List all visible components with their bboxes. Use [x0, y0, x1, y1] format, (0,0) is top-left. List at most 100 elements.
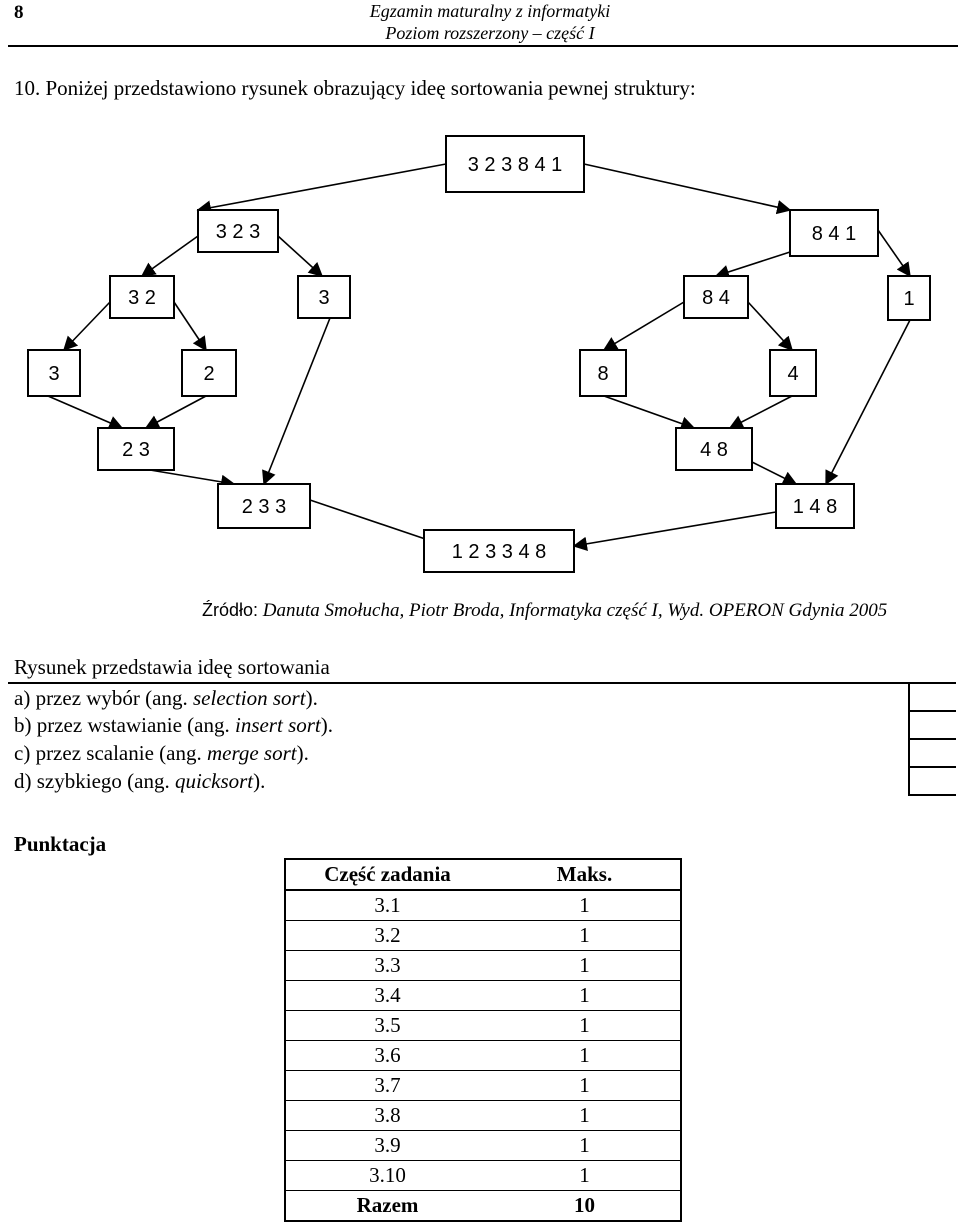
running-head: Egzamin maturalny z informatyki Poziom r… — [330, 0, 650, 44]
diagram-arrow — [747, 301, 793, 352]
score-max: 1 — [489, 920, 681, 951]
score-max: 1 — [489, 980, 681, 1011]
node-label: 4 8 — [700, 439, 728, 461]
running-head-line2: Poziom rozszerzony – część I — [385, 23, 595, 43]
score-total-value: 10 — [489, 1190, 681, 1221]
diagram-node-root: 3 2 3 8 4 1 — [445, 135, 585, 193]
diagram-node-ll: 3 2 — [109, 275, 175, 319]
diagram-node-m-ll: 2 3 — [97, 427, 175, 471]
answer-checkbox[interactable] — [908, 682, 956, 712]
diagram-node-lr: 3 — [297, 275, 351, 319]
page-number: 8 — [14, 2, 24, 23]
diagram-arrow — [825, 319, 911, 486]
node-box — [683, 275, 749, 319]
score-part: 3.6 — [285, 1040, 490, 1071]
diagram-arrow — [728, 395, 793, 429]
answer-option-text: c) przez scalanie (ang. merge sort). — [8, 739, 910, 767]
answer-checkbox[interactable] — [908, 738, 956, 768]
diagram-node-result: 1 2 3 3 4 8 — [423, 529, 575, 573]
node-box — [579, 349, 627, 397]
score-max: 1 — [489, 1100, 681, 1131]
diagram-arrow — [877, 229, 911, 278]
score-max: 1 — [489, 1010, 681, 1041]
source-text: Danuta Smołucha, Piotr Broda, Informatyk… — [258, 600, 888, 621]
node-label: 3 2 3 8 4 1 — [468, 154, 563, 176]
node-box — [789, 209, 879, 257]
score-part: 3.7 — [285, 1070, 490, 1101]
score-max: 1 — [489, 1070, 681, 1101]
node-box — [197, 209, 279, 253]
diagram-node-m-l: 2 3 3 — [217, 483, 311, 529]
header-rule — [8, 45, 958, 47]
score-max: 1 — [489, 1130, 681, 1161]
node-label: 2 3 3 — [242, 496, 286, 518]
running-head-line1: Egzamin maturalny z informatyki — [369, 1, 611, 21]
diagram-arrow — [583, 163, 792, 215]
diagram-arrow — [63, 301, 111, 352]
node-label: 2 — [203, 363, 214, 385]
answer-row: c) przez scalanie (ang. merge sort). — [8, 738, 956, 768]
source-label: Źródło: — [202, 600, 259, 620]
node-label: 1 2 3 3 4 8 — [452, 541, 547, 563]
score-max: 1 — [489, 1160, 681, 1191]
score-part: 3.9 — [285, 1130, 490, 1161]
question-text: 10. Poniżej przedstawiono rysunek obrazu… — [14, 76, 696, 100]
node-box — [769, 349, 817, 397]
node-box — [445, 135, 585, 193]
diagram-arrow — [149, 469, 236, 489]
answer-checkbox[interactable] — [908, 766, 956, 796]
score-part: 3.4 — [285, 980, 490, 1011]
answer-option-text: d) szybkiego (ang. quicksort). — [8, 767, 910, 795]
diagram-arrow — [572, 511, 777, 551]
score-part: 3.1 — [285, 889, 490, 921]
diagram-arrow — [47, 395, 124, 430]
diagram-node-l: 3 2 3 — [197, 209, 279, 253]
score-part: 3.10 — [285, 1160, 490, 1191]
diagram-node-rr: 1 — [887, 275, 931, 321]
source-citation: Źródło: Danuta Smołucha, Piotr Broda, In… — [202, 600, 887, 622]
node-label: 4 — [787, 363, 798, 385]
scoring-title: Punktacja — [14, 832, 107, 856]
diagram-arrow — [140, 235, 199, 277]
diagram-arrow — [603, 395, 696, 431]
node-label: 2 3 — [122, 439, 150, 461]
score-max: 1 — [489, 950, 681, 981]
node-box — [97, 427, 175, 471]
diagram-arrow — [751, 461, 798, 485]
node-box — [297, 275, 351, 319]
node-label: 8 4 — [702, 287, 730, 309]
diagram-arrow — [173, 301, 207, 352]
answer-options: a) przez wybór (ang. selection sort).b) … — [8, 682, 956, 796]
node-label: 3 — [48, 363, 59, 385]
diagram-arrow — [714, 251, 791, 279]
node-box — [887, 275, 931, 321]
answer-option-text: b) przez wstawianie (ang. insert sort). — [8, 711, 910, 739]
col-max-header: Maks. — [489, 859, 681, 891]
score-part: 3.5 — [285, 1010, 490, 1041]
diagram-arrow — [196, 163, 447, 215]
diagram-node-rlr: 4 — [769, 349, 817, 397]
diagram-arrow — [144, 395, 207, 429]
score-max: 1 — [489, 1040, 681, 1071]
diagram-node-m-rl: 4 8 — [675, 427, 753, 471]
node-box — [675, 427, 753, 471]
answer-row: d) szybkiego (ang. quicksort). — [8, 766, 956, 796]
diagram-node-rll: 8 — [579, 349, 627, 397]
diagram-node-llr: 2 — [181, 349, 237, 397]
node-label: 3 2 3 — [216, 221, 260, 243]
score-part: 3.8 — [285, 1100, 490, 1131]
node-box — [775, 483, 855, 529]
col-part-header: Część zadania — [285, 859, 490, 891]
answer-checkbox[interactable] — [908, 710, 956, 740]
score-total-label: Razem — [285, 1190, 490, 1221]
node-box — [423, 529, 575, 573]
